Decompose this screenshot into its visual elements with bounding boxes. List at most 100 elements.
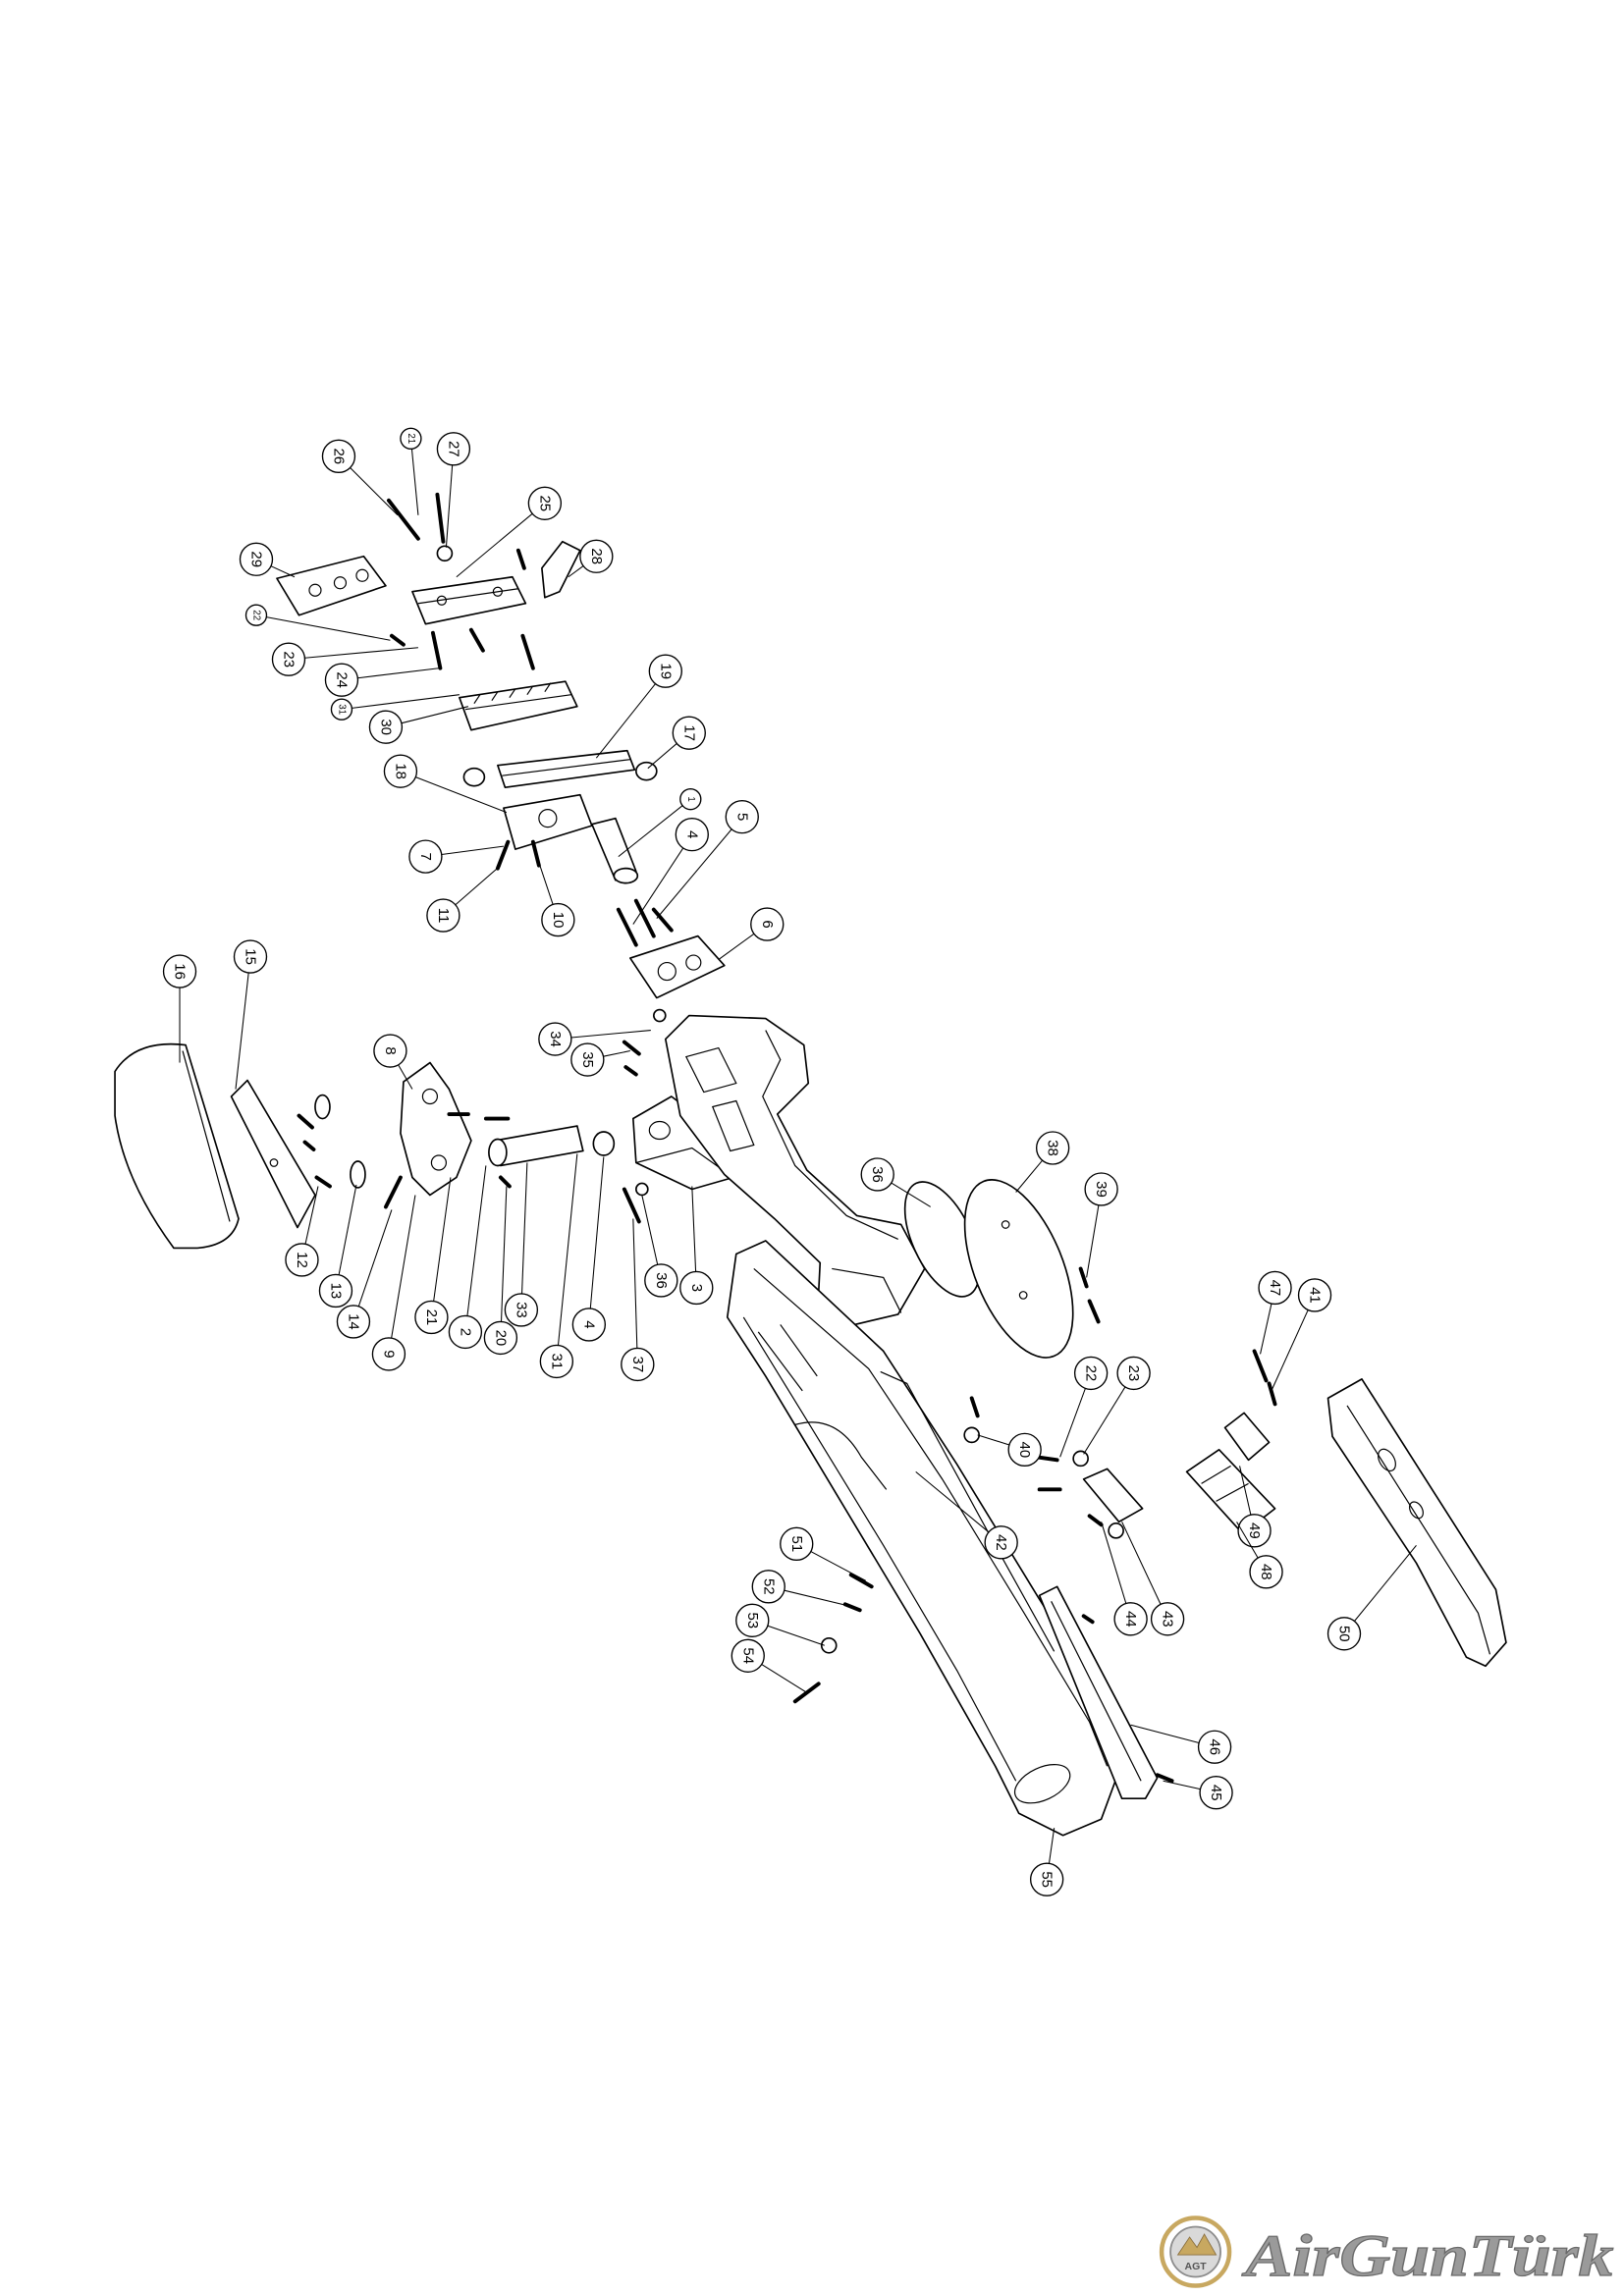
middle-rail-teeth — [473, 682, 552, 705]
callout-leader-line — [1015, 1159, 1043, 1193]
bracket-block-edge — [1201, 1465, 1249, 1502]
callout-leader-line — [977, 1434, 1010, 1446]
callout-circle — [285, 1243, 319, 1277]
screw — [468, 627, 485, 653]
pin — [651, 907, 674, 933]
washer — [436, 545, 454, 562]
callout-circle — [1199, 1776, 1233, 1810]
callout-leader-line — [1086, 1204, 1100, 1278]
receiver-edge — [762, 1030, 898, 1241]
callout: 20 — [483, 1186, 518, 1356]
screw — [435, 492, 446, 544]
callout-number: 36 — [653, 1272, 670, 1289]
callout-circle — [539, 1344, 574, 1379]
callout-number: 39 — [1093, 1181, 1110, 1198]
callout-circle — [1297, 1278, 1332, 1312]
callout-circle — [538, 1022, 572, 1056]
callout: 5 — [656, 799, 759, 919]
base-block — [503, 793, 593, 850]
callout: 37 — [621, 1218, 655, 1382]
callout-circle — [400, 427, 422, 450]
callout: 21 — [400, 427, 422, 515]
callout-leader-line — [441, 845, 504, 855]
callout-leader-line — [632, 1218, 638, 1349]
callout-number: 10 — [550, 912, 567, 929]
callout-number: 31 — [336, 704, 347, 715]
callout: 21 — [414, 1177, 452, 1335]
callout: 41 — [1272, 1278, 1332, 1390]
callout: 16 — [162, 954, 197, 1063]
callout-number: 6 — [759, 920, 776, 928]
screw — [515, 548, 526, 570]
callout: 46 — [1130, 1724, 1232, 1764]
callout-number: 27 — [445, 441, 461, 457]
callout-leader-line — [647, 743, 677, 770]
screw — [302, 1140, 316, 1151]
tube-end — [613, 867, 639, 884]
callout: 12 — [285, 1186, 319, 1277]
callout: 36 — [641, 1195, 678, 1298]
callout-number: 17 — [680, 724, 697, 741]
ring — [1108, 1522, 1124, 1539]
callout: 2 — [448, 1165, 487, 1350]
nut — [1072, 1450, 1089, 1468]
callout: 35 — [570, 1042, 630, 1077]
callout-number: 34 — [547, 1031, 564, 1047]
hinge-bracket-hole — [421, 1088, 439, 1105]
right-assembly — [963, 1349, 1507, 1668]
grip-edge — [832, 1267, 902, 1313]
callout-circle — [448, 1314, 483, 1350]
callout-circle — [672, 716, 706, 750]
top-rail-hole — [436, 595, 448, 606]
callout: 47 — [1258, 1270, 1292, 1355]
callout-circle — [751, 1570, 785, 1604]
callout: 9 — [371, 1195, 416, 1371]
callout-number: 31 — [548, 1354, 565, 1370]
nut — [652, 1008, 667, 1023]
callout-leader-line — [1121, 1522, 1162, 1605]
callout-leader-line — [595, 683, 656, 759]
callout-leader-line — [568, 565, 584, 578]
bar-end-cap — [462, 767, 486, 787]
callout-number: 18 — [392, 763, 408, 779]
callout-circle — [860, 1157, 894, 1192]
callout-number: 33 — [513, 1302, 529, 1318]
pin — [616, 907, 638, 947]
callout: 31 — [539, 1153, 578, 1379]
callout-leader-line — [401, 706, 469, 724]
butt-plate — [230, 1079, 316, 1229]
mount-block-hole — [308, 583, 322, 597]
callout: 55 — [1029, 1828, 1064, 1896]
callout-circle — [371, 1337, 406, 1371]
butt-plate-hole — [269, 1158, 279, 1167]
callout-number: 2 — [457, 1328, 473, 1336]
callout-leader-line — [767, 1625, 825, 1646]
disc-hole — [1018, 1291, 1028, 1300]
callout-circle — [244, 604, 268, 626]
callout-circle — [648, 654, 682, 688]
screw — [530, 839, 541, 868]
callout-circle — [1249, 1555, 1283, 1589]
callout-circle — [780, 1526, 814, 1561]
cylinder-end — [488, 1138, 508, 1167]
screw — [1087, 1514, 1104, 1527]
lower-stock-edge — [753, 1267, 1109, 1767]
callout: 7 — [408, 839, 504, 874]
callout-number: 48 — [1258, 1564, 1274, 1580]
callout-leader-line — [589, 1156, 605, 1309]
callout-circle — [1113, 1602, 1148, 1636]
callout-leader-line — [391, 1195, 416, 1339]
stock-end — [1013, 1764, 1071, 1804]
screw — [969, 1396, 980, 1418]
pivot-cylinder — [1082, 1468, 1144, 1523]
screw — [520, 633, 535, 670]
butt-pad-edge — [182, 1050, 231, 1222]
long-bar — [497, 749, 636, 788]
callout-number: 44 — [1122, 1611, 1139, 1628]
callout-leader-line — [410, 449, 419, 515]
bar-end-cap — [635, 761, 658, 781]
callout-leader-line — [433, 1177, 452, 1302]
callout: 11 — [426, 865, 502, 933]
callout-circle — [1029, 1862, 1064, 1896]
